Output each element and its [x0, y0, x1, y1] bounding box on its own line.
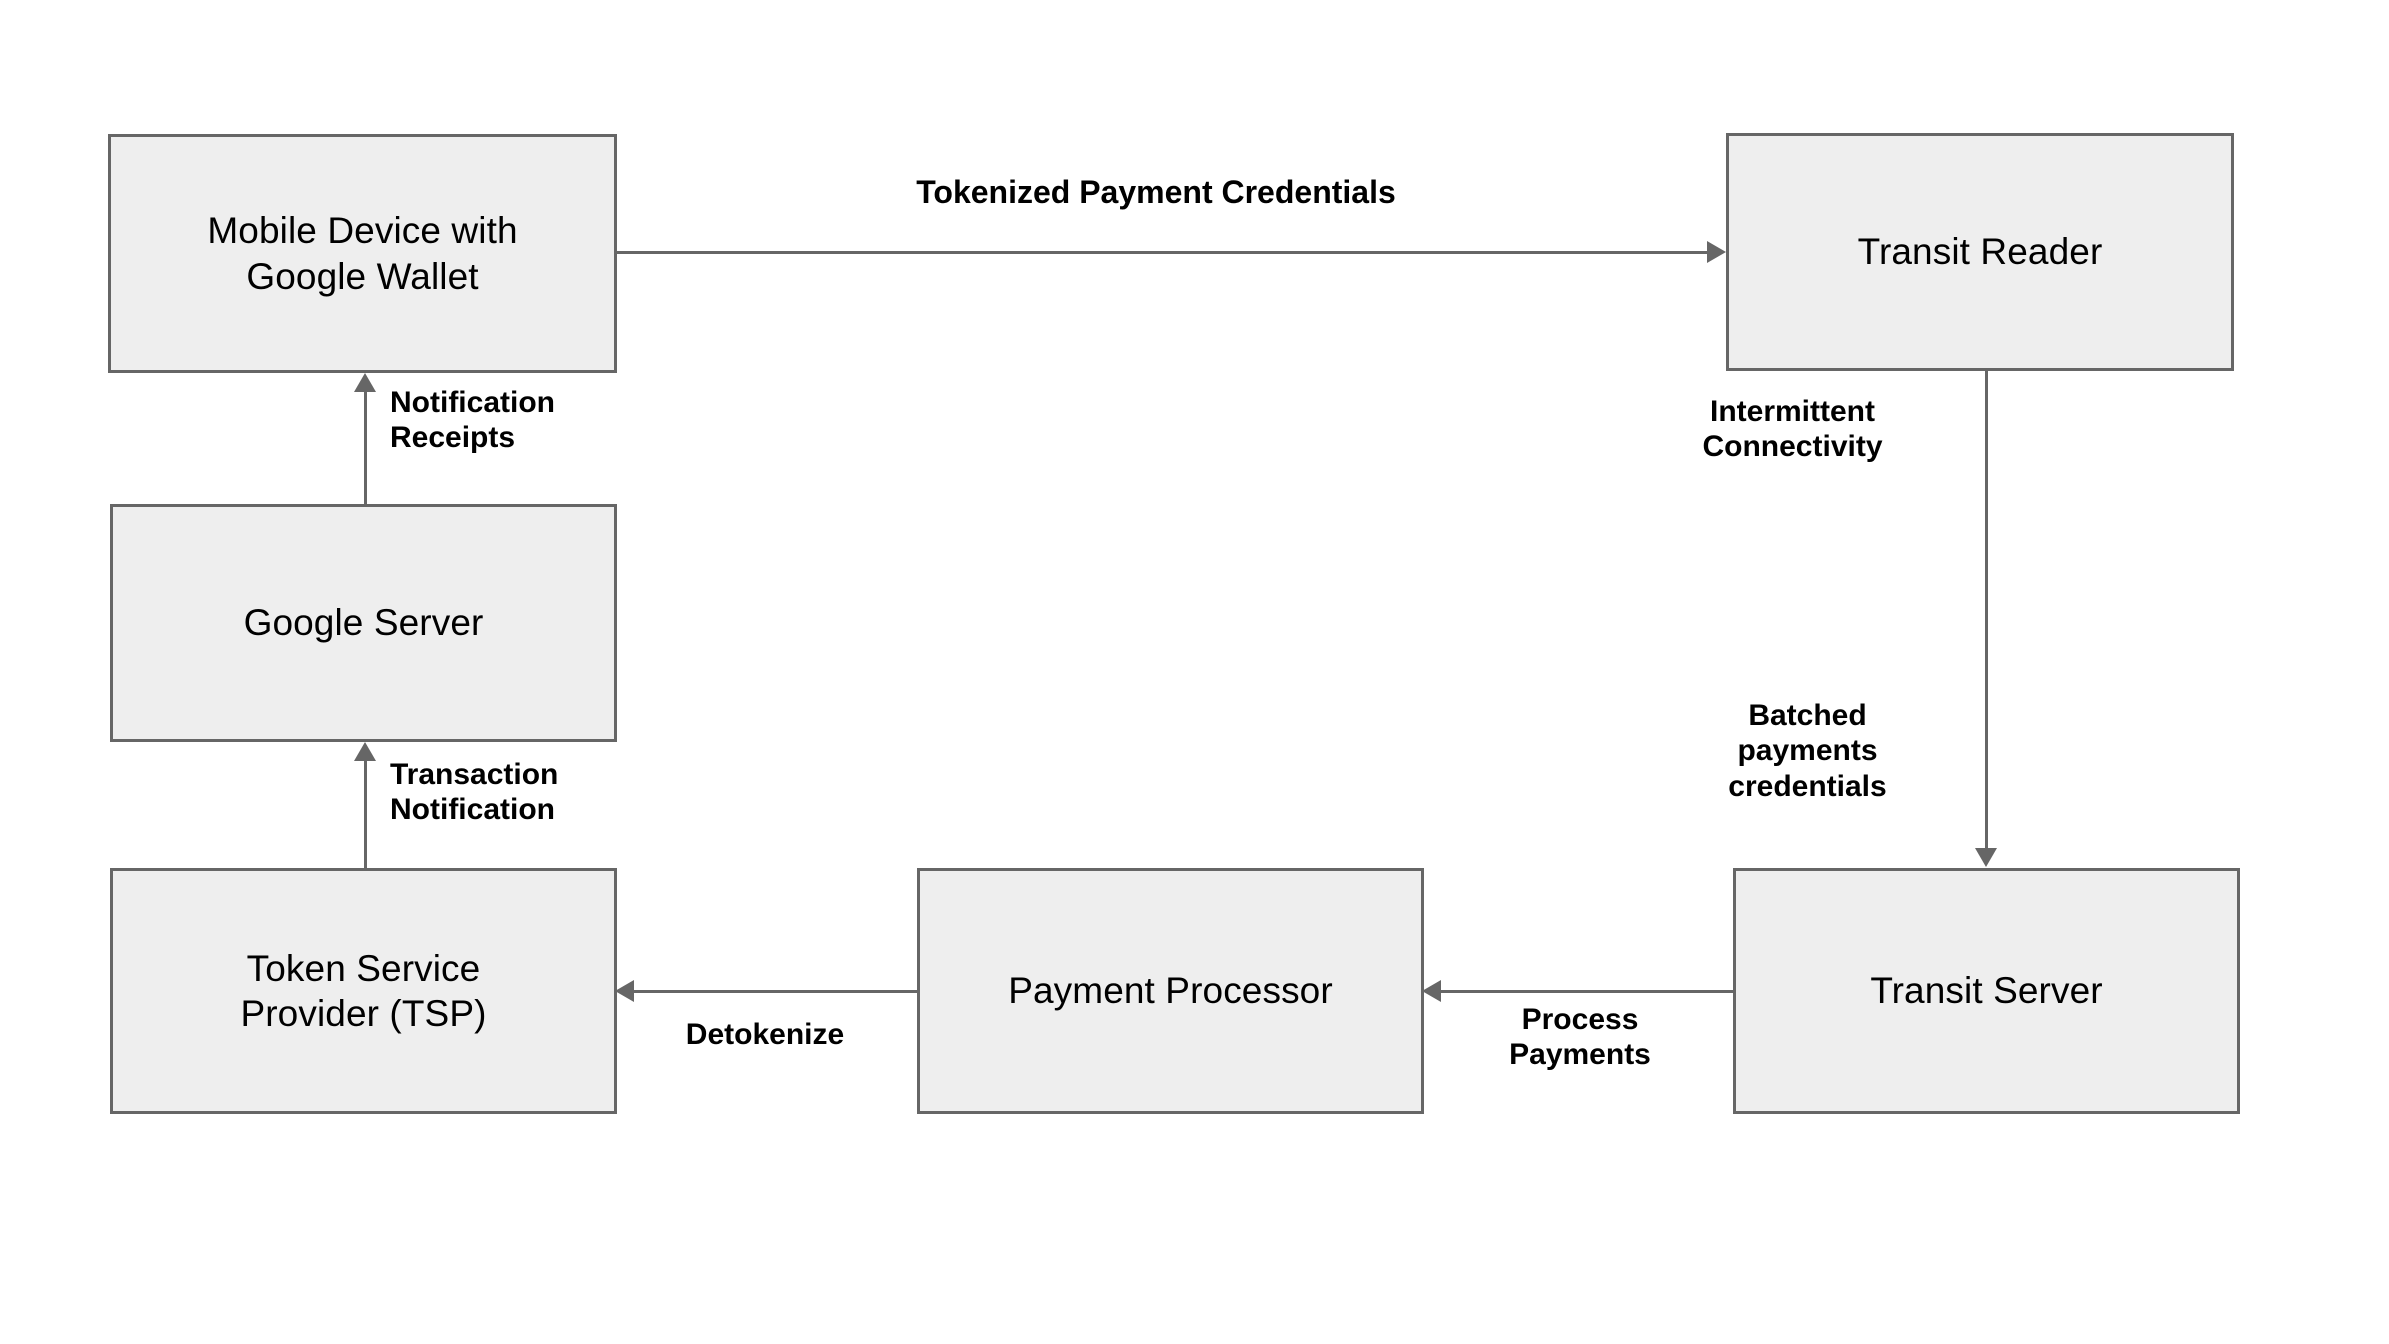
edge-transit-down-line [1985, 371, 1988, 849]
edge-transaction-notification-line [364, 761, 367, 868]
edge-process-payments-arrowhead [1422, 980, 1441, 1002]
edge-notification-receipts-arrowhead [354, 373, 376, 392]
edge-label-tokenized-payment-credentials: Tokenized Payment Credentials [916, 174, 1396, 210]
edge-label-batched-payments-credentials: Batched payments credentials [1728, 699, 1887, 803]
node-transit-server[interactable]: Transit Server [1733, 868, 2240, 1114]
edge-label-detokenize: Detokenize [685, 1018, 845, 1051]
edge-process-payments-line [1441, 990, 1733, 993]
edge-detokenize-line [634, 990, 917, 993]
node-token-service-provider[interactable]: Token Service Provider (TSP) [110, 868, 617, 1114]
edge-label-notification-receipts: Notification Receipts [390, 386, 555, 455]
edge-label-intermittent-connectivity: Intermittent Connectivity [1702, 395, 1883, 464]
edge-label-process-payments: Process Payments [1509, 1003, 1651, 1072]
node-mobile-device-with-google-wallet[interactable]: Mobile Device with Google Wallet [108, 134, 617, 373]
edge-label-transaction-notification: Transaction Notification [390, 758, 559, 827]
node-google-server[interactable]: Google Server [110, 504, 617, 742]
edge-notification-receipts-line [364, 392, 367, 504]
node-transit-reader[interactable]: Transit Reader [1726, 133, 2234, 371]
edge-detokenize-arrowhead [615, 980, 634, 1002]
node-payment-processor[interactable]: Payment Processor [917, 868, 1424, 1114]
edge-transit-down-arrowhead [1975, 848, 1997, 867]
edge-tokenized-arrowhead [1707, 241, 1726, 263]
edge-transaction-notification-arrowhead [354, 742, 376, 761]
edge-tokenized-line [617, 251, 1709, 254]
